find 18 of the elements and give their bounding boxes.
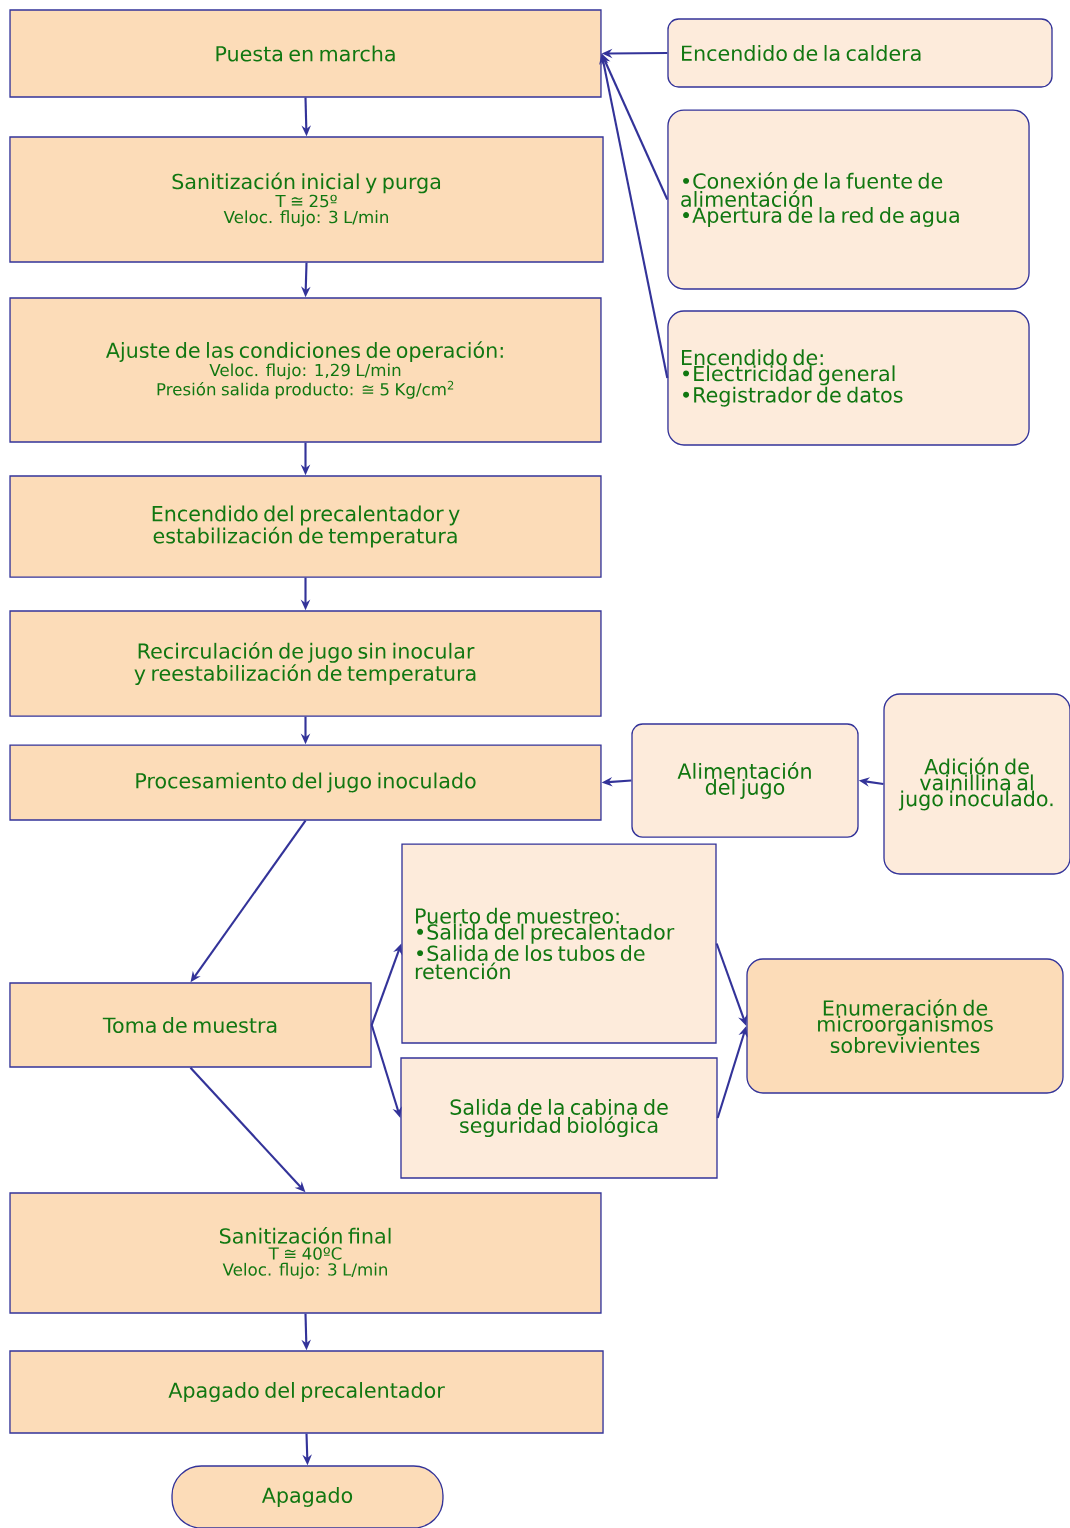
process-box: Puerto de muestreo: •Salida del precalentador •Salida de los tubos de retención bbox=[401, 843, 717, 1044]
note-box: •Conexión de la fuente de alimentación •Apertura de la red de agua bbox=[667, 109, 1030, 290]
process-box: Procesamiento del jugo inoculado bbox=[9, 744, 602, 821]
note-box: Encendido de: •Electricidad general •Registrador de datos bbox=[667, 310, 1030, 446]
process-box: Salida de la cabina de seguridad biológica bbox=[400, 1057, 718, 1179]
process-box: Puesta en marcha bbox=[9, 9, 602, 98]
process-box: Toma de muestra bbox=[9, 982, 372, 1068]
process-box: Apagado del precalentador bbox=[9, 1350, 604, 1434]
process-box: Alimentación del jugo bbox=[631, 723, 859, 838]
terminal-box: Apagado bbox=[171, 1465, 444, 1528]
result-box: Enumeración de microorganismos sobrevivientes bbox=[746, 958, 1064, 1094]
note-box: Adición de vainillina al jugo inoculado. bbox=[883, 693, 1070, 875]
process-box: Encendido del precalentador y estabilización de temperatura bbox=[9, 475, 602, 578]
note-box: Encendido de la caldera bbox=[667, 18, 1053, 88]
process-box: Ajuste de las condiciones de operación: Veloc. flujo: 1,29 L/min Presión salida producto: ≅ 5 Kg/cm$^{2}$ bbox=[9, 297, 602, 443]
process-box: Sanitización inicial y purga T ≅ 25º Veloc. flujo: 3 L/min bbox=[9, 136, 604, 263]
process-box: Recirculación de jugo sin inocular y reestabilización de temperatura bbox=[9, 610, 602, 717]
process-box: Sanitización final T ≅ 40ºC Veloc. flujo: 3 L/min bbox=[9, 1192, 602, 1314]
